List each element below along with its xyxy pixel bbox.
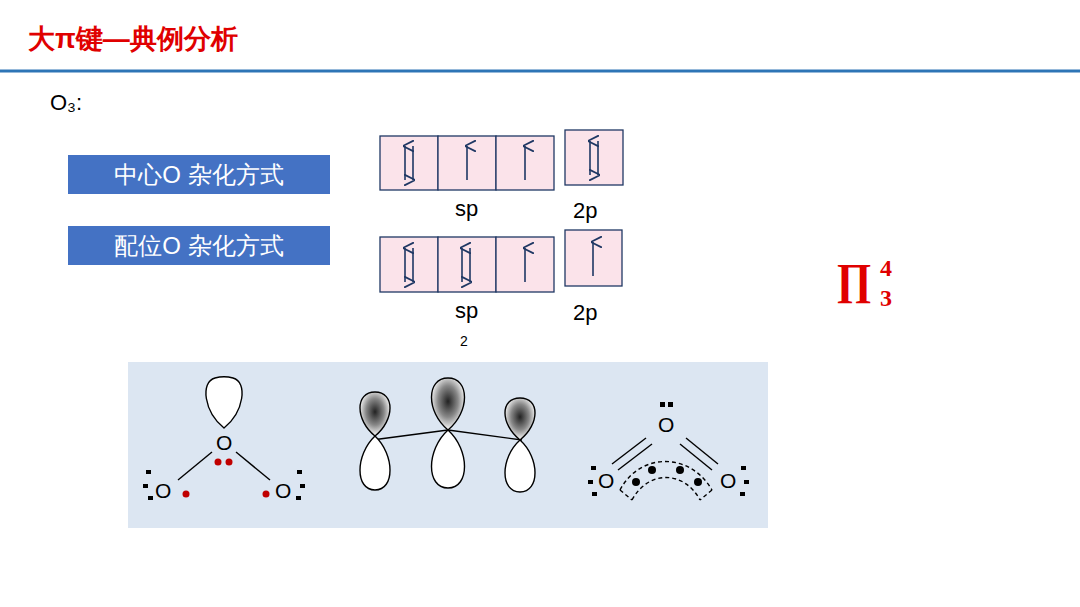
figure-panel <box>128 362 768 528</box>
box-text: 中心O 杂化方式 <box>114 159 283 191</box>
label-box: 中心O 杂化方式 <box>68 155 330 194</box>
pi-electrons: 4 <box>880 256 892 280</box>
pi-centers: 3 <box>880 286 892 310</box>
orbital-label: 2p <box>573 302 597 324</box>
box-text: 配位O 杂化方式 <box>114 230 283 262</box>
atom-label: O <box>720 470 736 491</box>
hybrid-label: sp <box>455 300 478 322</box>
pi-symbol: ∏ <box>836 258 872 302</box>
atom-label: O <box>658 414 674 435</box>
hybrid-label: sp <box>455 198 478 220</box>
orbital-label: 2p <box>573 200 597 222</box>
atom-label: O <box>155 480 171 501</box>
electron-arrows <box>405 141 598 282</box>
o3-delocalized-right <box>588 402 749 500</box>
atom-label: O <box>216 432 232 453</box>
atom-label: O <box>275 480 291 501</box>
header-rule <box>0 70 1080 73</box>
o3-lewis-left <box>143 377 305 501</box>
atom-label: O <box>598 470 614 491</box>
label-box: 配位O 杂化方式 <box>68 226 330 265</box>
formula: O₃: <box>50 92 82 114</box>
slide-title: 大π键—典例分析 <box>28 26 238 53</box>
hybrid-superscript: 2 <box>460 334 468 348</box>
p-orbital-overlap <box>360 378 535 492</box>
orbital-boxes <box>380 130 623 292</box>
